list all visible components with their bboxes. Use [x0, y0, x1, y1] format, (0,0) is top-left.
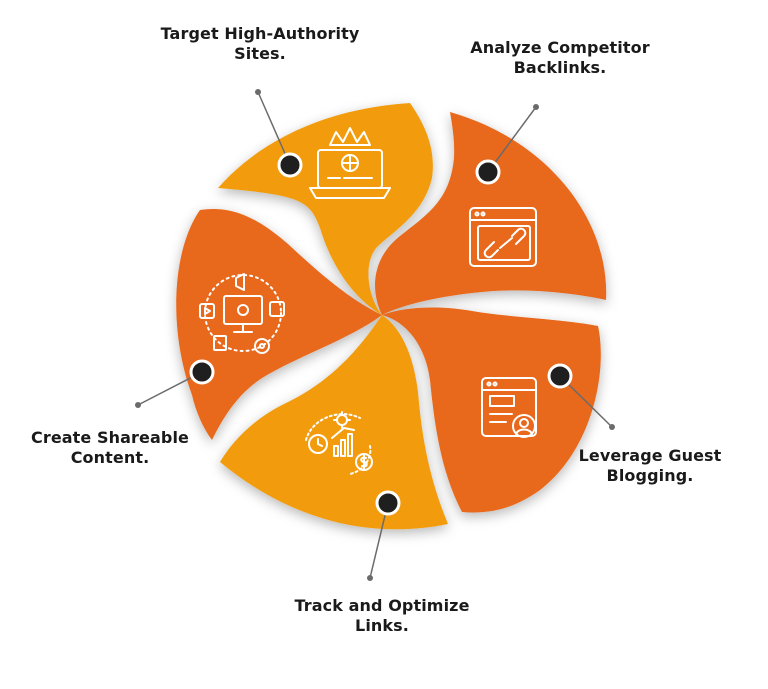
leader-end-target: [255, 89, 261, 95]
segment-track: [220, 315, 448, 530]
label-leverage-line-1: Leverage Guest: [578, 446, 722, 465]
marker-analyze: [475, 159, 501, 185]
marker-target: [277, 152, 303, 178]
marker-create: [189, 359, 215, 385]
leader-analyze: [487, 106, 537, 173]
label-create: Create Shareable Content.: [0, 428, 220, 468]
label-track: Track and Optimize Links.: [262, 596, 502, 636]
label-target: Target High-Authority Sites.: [140, 24, 380, 64]
label-leverage: Leverage Guest Blogging.: [540, 446, 760, 486]
label-create-line-1: Create Shareable: [31, 428, 189, 447]
leader-end-analyze: [533, 104, 539, 110]
label-target-line-1: Target High-Authority: [160, 24, 360, 43]
label-track-line-2: Links.: [355, 616, 409, 635]
label-analyze-line-2: Backlinks.: [513, 58, 607, 77]
segment-leverage: [382, 307, 601, 513]
label-target-line-2: Sites.: [234, 44, 286, 63]
segment-analyze: [375, 112, 607, 315]
leader-track: [369, 502, 389, 579]
clock-chart-dollar-icon: [305, 411, 373, 475]
marker-leverage: [547, 363, 573, 389]
browser-user-icon: [481, 377, 537, 438]
leader-end-leverage: [609, 424, 615, 430]
label-create-line-2: Content.: [70, 448, 150, 467]
label-track-line-1: Track and Optimize: [294, 596, 470, 615]
leader-end-create: [135, 402, 141, 408]
segment-target: [218, 103, 433, 315]
label-analyze: Analyze Competitor Backlinks.: [440, 38, 680, 78]
leader-end-track: [367, 575, 373, 581]
marker-track: [375, 490, 401, 516]
label-analyze-line-1: Analyze Competitor: [470, 38, 650, 57]
laptop-globe-crown-icon: [309, 127, 391, 199]
leader-target: [257, 91, 291, 166]
monitor-marketing-icon: [199, 273, 285, 354]
browser-link-icon: [469, 207, 537, 267]
label-leverage-line-2: Blogging.: [606, 466, 694, 485]
